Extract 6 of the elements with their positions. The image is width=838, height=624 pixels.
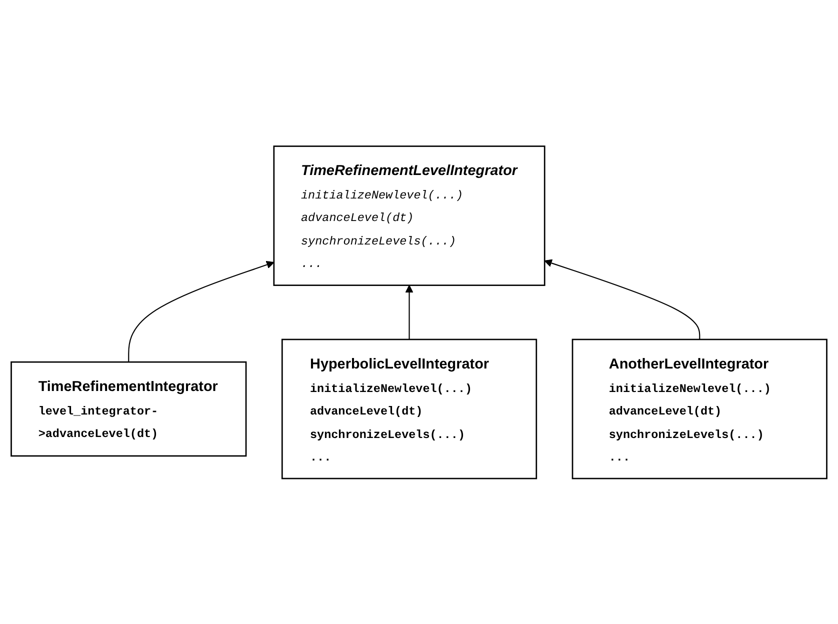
arrow (544, 258, 700, 340)
arrow (128, 260, 274, 362)
arrow (405, 284, 414, 340)
node-box: TimeRefinementIntegrator level_integrator->advanceLevel(dt) (10, 360, 247, 456)
node-box: AnotherLevelIntegrator initializeNewlevel(...) advanceLevel(dt) synchronizeLevels(...) ... (572, 338, 828, 479)
node-box: HyperbolicLevelIntegrator initializeNewlevel(...) advanceLevel(dt) synchronizeLevels(...) ... (281, 338, 538, 479)
